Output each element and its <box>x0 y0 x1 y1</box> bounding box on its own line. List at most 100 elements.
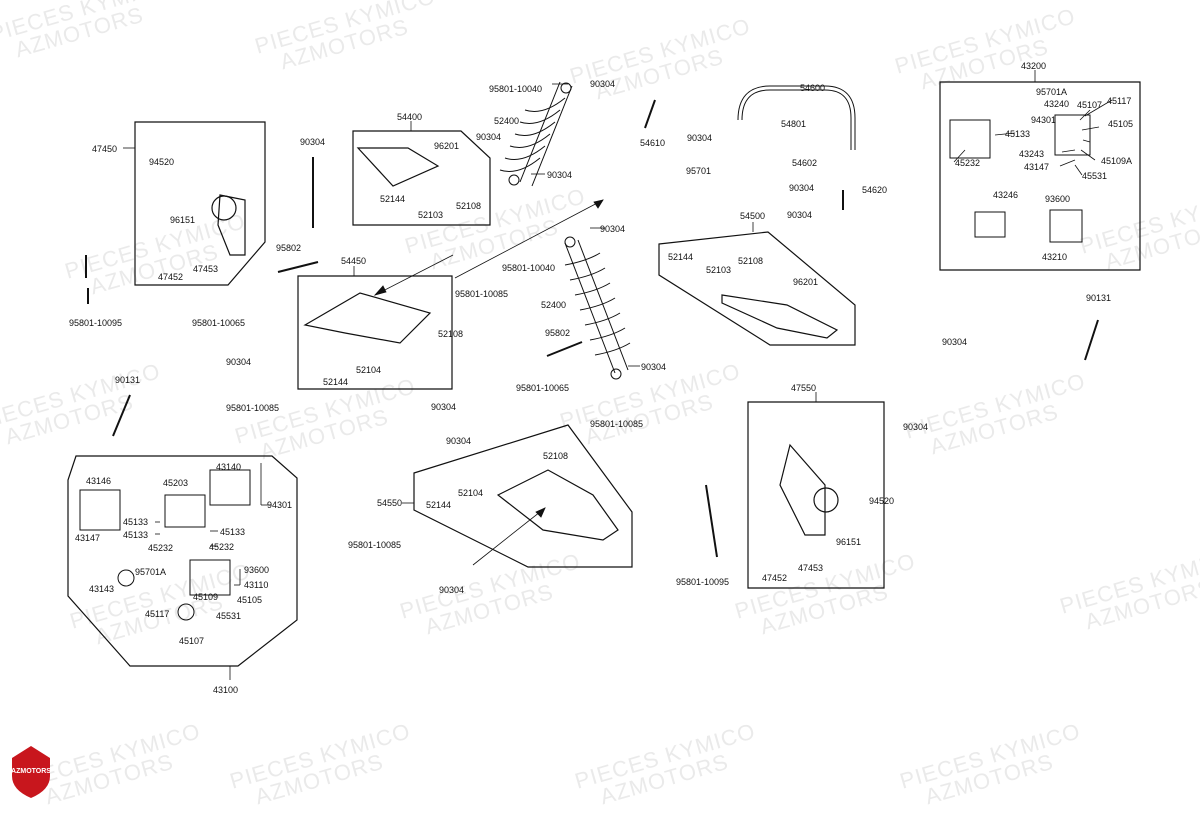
part-label: 43140 <box>216 462 242 472</box>
part-label: 52400 <box>494 116 520 126</box>
group-43100-outline <box>67 455 298 667</box>
part-label: 52104 <box>458 488 484 498</box>
part-label: 43100 <box>213 685 239 695</box>
part-label: 90304 <box>600 224 626 234</box>
part-label: 95801-10085 <box>455 289 509 299</box>
group-54450-outline <box>297 275 453 390</box>
caliper-43200 <box>949 119 991 159</box>
part-label: 43243 <box>1019 149 1045 159</box>
part-label: 54450 <box>341 256 367 266</box>
part-label: 96151 <box>170 215 196 225</box>
part-label: 95801-10040 <box>489 84 543 94</box>
part-label: 95802 <box>276 243 302 253</box>
part-label: 45109A <box>1101 156 1133 166</box>
part-label: 45133 <box>1005 129 1031 139</box>
part-label: 93600 <box>1045 194 1071 204</box>
part-label: 90304 <box>476 132 502 142</box>
part-label: 52144 <box>668 252 694 262</box>
part-label: 90304 <box>641 362 667 372</box>
part-label: 95701A <box>1036 87 1068 97</box>
part-label: 95801-10095 <box>676 577 730 587</box>
lower-arm-54500 <box>721 294 839 339</box>
part-label: 90304 <box>903 422 929 432</box>
group-47550-outline <box>747 401 885 589</box>
part-label: 90304 <box>590 79 616 89</box>
lower-arm-54550 <box>496 469 619 541</box>
part-label: 52108 <box>543 451 569 461</box>
group-54400-outline <box>352 130 491 226</box>
part-label: 45133 <box>123 517 149 527</box>
part-label: 54602 <box>792 158 818 168</box>
part-label: 45133 <box>123 530 149 540</box>
part-label: 45109 <box>193 592 219 602</box>
part-label: 45232 <box>955 158 981 168</box>
part-label: 94301 <box>267 500 293 510</box>
part-label: 52104 <box>356 365 382 375</box>
part-label: 90304 <box>446 436 472 446</box>
part-label: 95801-10065 <box>516 383 570 393</box>
part-label: 94520 <box>869 496 895 506</box>
part-label: 47452 <box>762 573 788 583</box>
group-54500-outline <box>658 231 856 346</box>
part-label: 95801-10085 <box>226 403 280 413</box>
part-label: 45232 <box>148 543 174 553</box>
part-label: 52144 <box>380 194 406 204</box>
part-label: 52144 <box>426 500 452 510</box>
part-label: 43246 <box>993 190 1019 200</box>
part-label: 95801-10040 <box>502 263 556 273</box>
shock-absorber-top <box>499 81 573 187</box>
part-label: 47453 <box>193 264 219 274</box>
brand-logo <box>12 746 50 798</box>
part-label: 45117 <box>145 609 170 619</box>
part-label: 47450 <box>92 144 118 154</box>
part-label: 43110 <box>244 580 269 590</box>
part-label: 96201 <box>793 277 819 287</box>
part-label: 43147 <box>75 533 101 543</box>
part-label: 54620 <box>862 185 888 195</box>
part-label: 95801-10085 <box>348 540 402 550</box>
part-label: 52400 <box>541 300 567 310</box>
part-label: 54801 <box>781 119 807 129</box>
part-label: 54600 <box>800 83 826 93</box>
part-label: 90131 <box>115 375 141 385</box>
part-label: 43210 <box>1042 252 1068 262</box>
caliper-43100 <box>79 489 121 531</box>
part-label: 94520 <box>149 157 175 167</box>
part-label: 95701A <box>135 567 167 577</box>
part-label: 90304 <box>300 137 326 147</box>
part-label: 52108 <box>456 201 482 211</box>
knuckle-47450 <box>217 194 246 256</box>
part-label: 96151 <box>836 537 862 547</box>
part-label: 54610 <box>640 138 666 148</box>
part-label: 90304 <box>547 170 573 180</box>
part-label: 45203 <box>163 478 189 488</box>
part-label: 45133 <box>220 527 246 537</box>
part-label: 47550 <box>791 383 817 393</box>
part-label: 45107 <box>179 636 205 646</box>
part-label: 90304 <box>787 210 813 220</box>
part-label: 43147 <box>1024 162 1050 172</box>
part-label: 43143 <box>89 584 115 594</box>
part-label: 90304 <box>687 133 713 143</box>
part-label: 47453 <box>798 563 824 573</box>
part-label: 95801-10085 <box>590 419 644 429</box>
part-label: 52103 <box>418 210 444 220</box>
part-label: 45531 <box>1082 171 1108 181</box>
part-label: 94301 <box>1031 115 1057 125</box>
part-label: 90304 <box>439 585 465 595</box>
shock-absorber-bottom <box>564 236 631 380</box>
part-label: 45117 <box>1107 96 1132 106</box>
group-54550-outline <box>413 424 633 568</box>
group-43200-outline <box>939 81 1141 271</box>
part-label: 95801-10065 <box>192 318 246 328</box>
part-label: 54550 <box>377 498 403 508</box>
part-label: 45105 <box>1108 119 1134 129</box>
part-label: 45107 <box>1077 100 1103 110</box>
part-label: 52108 <box>738 256 764 266</box>
part-label: 95701 <box>686 166 712 176</box>
part-label: 93600 <box>244 565 270 575</box>
part-label: 43200 <box>1021 61 1047 71</box>
part-label: 54500 <box>740 211 766 221</box>
